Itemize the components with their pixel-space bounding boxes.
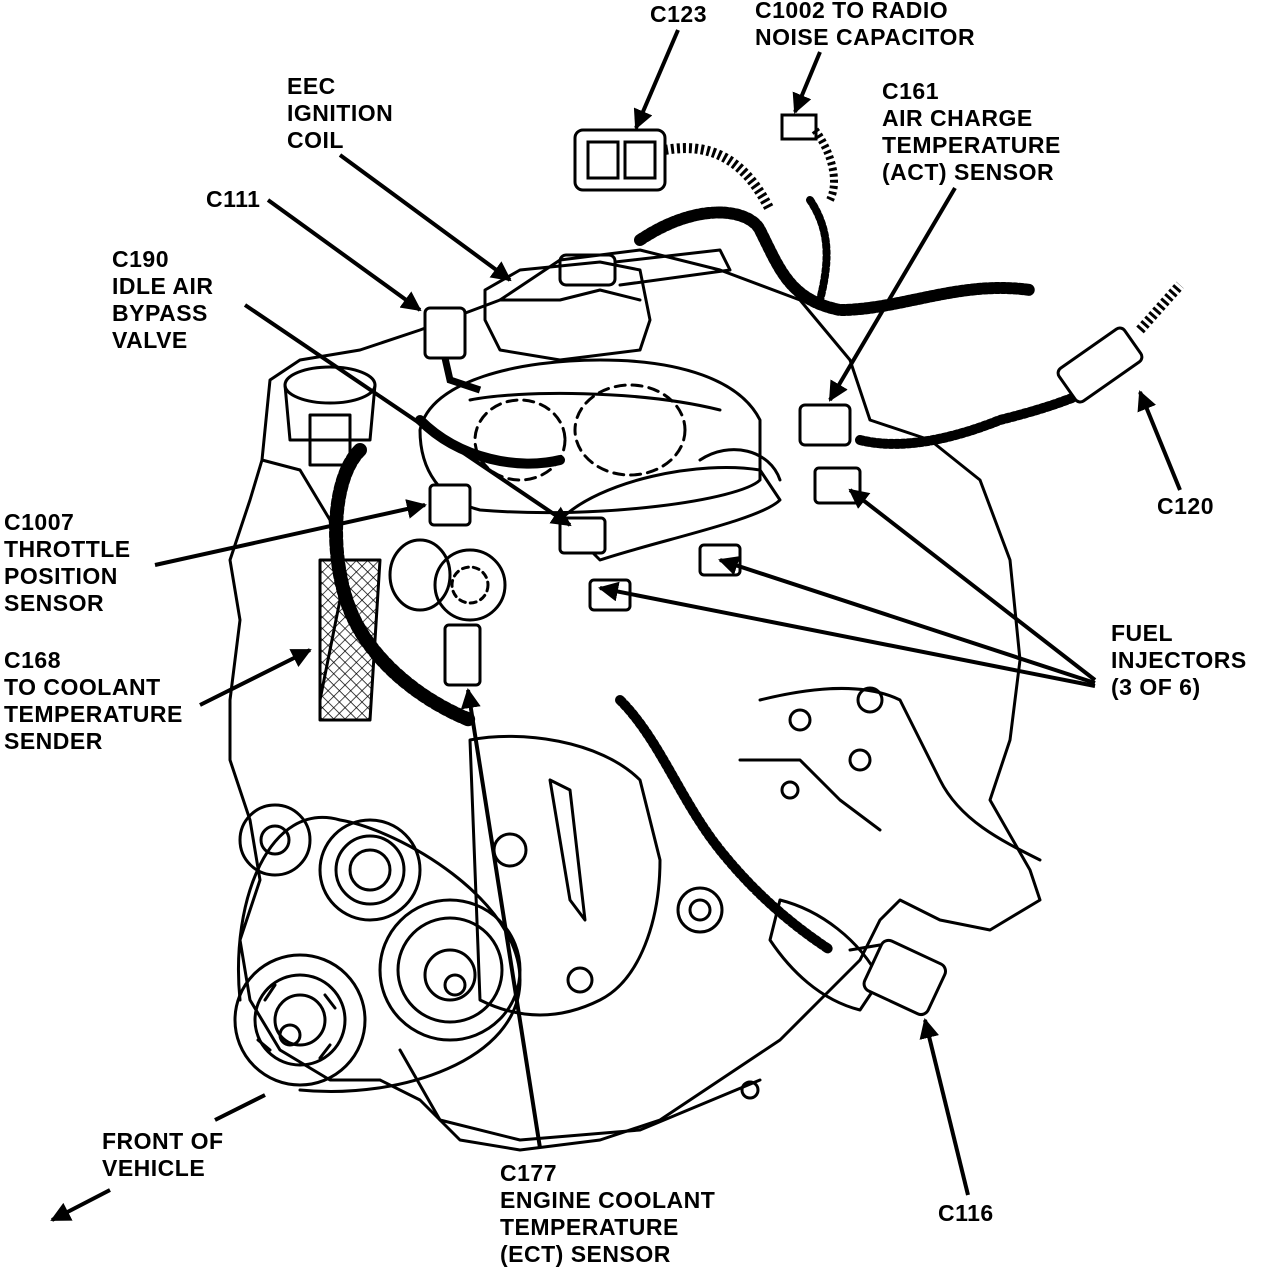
label-c123: C123 [650,1,707,28]
arrow-c177 [460,688,542,1149]
label-c168-line-1: C168 [4,647,61,673]
label-front-line-1: FRONT OF [102,1128,224,1154]
label-c190: C190 IDLE AIR BYPASS VALVE [112,246,214,354]
connector-c111 [423,306,482,394]
arrow-injector-1 [848,488,1097,682]
label-eec-line-3: COIL [287,127,344,153]
label-c1007: C1007 THROTTLE POSITION SENSOR [4,509,131,617]
arrow-eec-coil [338,153,512,282]
label-fuel-line-3: (3 OF 6) [1111,674,1201,700]
connector-c177 [443,623,482,687]
arrow-injector-3 [598,581,1096,688]
connector-c123 [573,128,775,213]
leader-arrows [50,29,1182,1222]
arrow-c123 [633,29,680,130]
arrow-c120 [1137,390,1182,491]
label-c161: C161 AIR CHARGE TEMPERATURE (ACT) SENSOR [882,78,1061,186]
label-c168-line-3: TEMPERATURE [4,701,183,727]
label-fuel-line-1: FUEL [1111,620,1174,646]
label-c161-line-1: C161 [882,78,939,104]
label-c177-line-2: ENGINE COOLANT [500,1187,716,1213]
arrow-c1007 [154,499,427,567]
label-c123-line: C123 [650,1,707,27]
label-c116: C116 [938,1200,994,1227]
fuel-injector-3 [588,578,632,612]
label-c1007-line-1: C1007 [4,509,75,535]
arrow-front-direction [50,1188,111,1222]
arrow-front [214,1093,266,1122]
label-c120: C120 [1157,493,1214,520]
label-c1002: C1002 TO RADIO NOISE CAPACITOR [755,0,975,51]
label-c111: C111 [206,186,260,213]
label-c190-line-4: VALVE [112,327,188,353]
label-c120-line: C120 [1157,493,1214,519]
label-c190-line-3: BYPASS [112,300,208,326]
label-c1007-line-3: POSITION [4,563,118,589]
connector-c1002 [780,113,838,202]
arrow-injector-2 [718,556,1096,685]
label-c161-line-4: (ACT) SENSOR [882,159,1055,185]
label-c177-line-1: C177 [500,1160,557,1186]
label-c168: C168 TO COOLANT TEMPERATURE SENDER [4,647,183,755]
label-c190-line-2: IDLE AIR [112,273,214,299]
connector-c190 [558,516,607,555]
label-c168-line-4: SENDER [4,728,103,754]
label-fuel-injectors: FUEL INJECTORS (3 OF 6) [1111,620,1247,701]
connector-c120 [1056,281,1184,404]
label-eec-line-1: EEC [287,73,336,99]
fuel-injector-1 [813,466,862,505]
label-eec-line-2: IGNITION [287,100,394,126]
arrow-c168 [199,648,312,707]
label-c1002-line-2: NOISE CAPACITOR [755,24,976,50]
label-c1007-line-4: SENSOR [4,590,105,616]
engine-block [228,196,1095,1152]
label-eec-ignition-coil: EEC IGNITION COIL [287,73,393,154]
label-c116-line: C116 [938,1200,994,1226]
arrow-c111 [266,198,422,312]
label-c168-line-2: TO COOLANT [4,674,161,700]
label-c1002-line-1: C1002 TO RADIO [755,0,949,23]
label-c1007-line-2: THROTTLE [4,536,131,562]
label-c161-line-2: AIR CHARGE [882,105,1033,131]
label-c111-line: C111 [206,186,261,212]
arrow-c116 [919,1018,970,1196]
label-c177: C177 ENGINE COOLANT TEMPERATURE (ECT) SE… [500,1160,715,1268]
label-fuel-line-2: INJECTORS [1111,647,1247,673]
label-c177-line-4: (ECT) SENSOR [500,1241,671,1267]
label-c190-line-1: C190 [112,246,169,272]
label-front-of-vehicle: FRONT OF VEHICLE [102,1128,224,1182]
arrow-c190 [243,303,572,527]
connector-c116 [862,938,948,1017]
connector-c161 [798,403,852,447]
arrow-c1002 [792,51,822,114]
label-c177-line-3: TEMPERATURE [500,1214,679,1240]
label-c161-line-3: TEMPERATURE [882,132,1061,158]
label-front-line-2: VEHICLE [102,1155,206,1181]
connector-c1007 [428,483,472,527]
arrow-c161 [828,186,957,402]
